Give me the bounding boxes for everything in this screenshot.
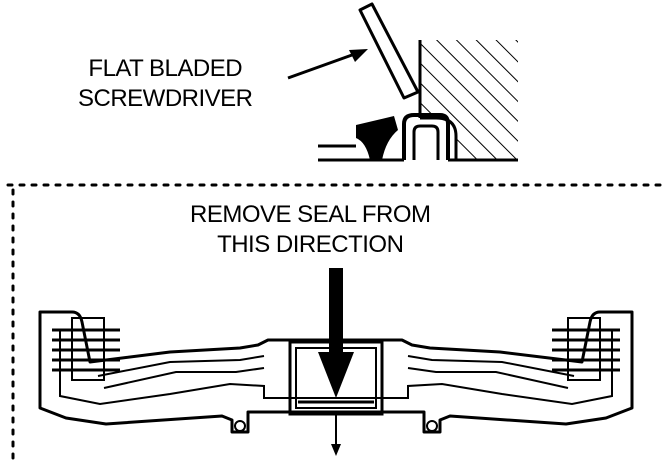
direction-label: REMOVE SEAL FROM THIS DIRECTION [190, 200, 431, 260]
dotted-divider [6, 183, 670, 460]
right-seal-stack [552, 317, 620, 381]
shaft-lines [318, 144, 404, 162]
leader-arrow [287, 49, 368, 80]
screwdriver-label: FLAT BLADED SCREWDRIVER [78, 54, 253, 114]
seal-profile [356, 113, 458, 162]
axle-housing [38, 310, 634, 456]
screwdriver-icon [358, 2, 420, 100]
screwdriver-label-line2: SCREWDRIVER [78, 85, 253, 112]
screwdriver-label-line1: FLAT BLADED [88, 55, 243, 82]
left-seal-stack [52, 317, 120, 381]
direction-label-line1: REMOVE SEAL FROM [190, 201, 431, 228]
down-arrow-icon [318, 268, 354, 398]
housing-section [418, 40, 518, 162]
detail-view [287, 2, 518, 162]
direction-label-line2: THIS DIRECTION [217, 231, 404, 258]
